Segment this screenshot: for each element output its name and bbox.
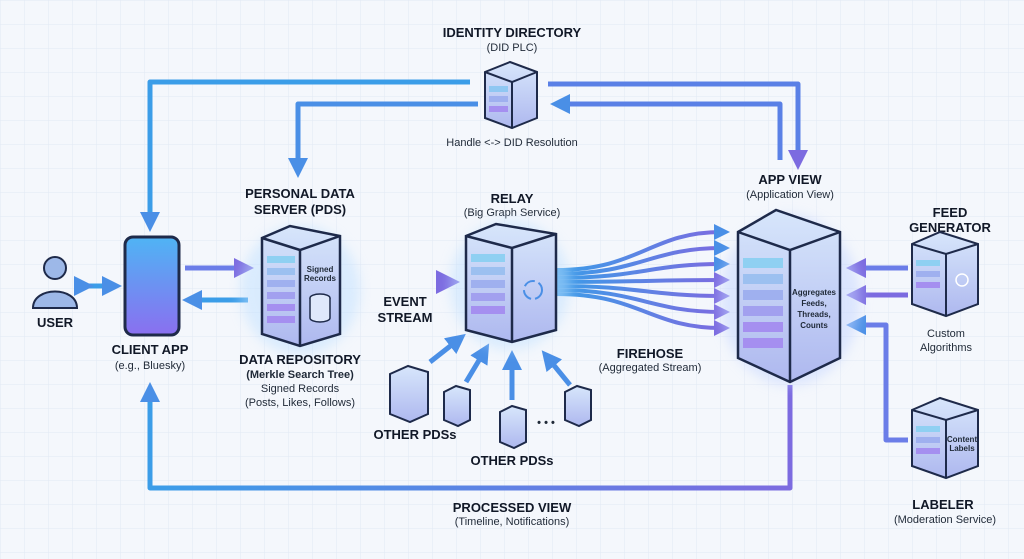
identity-pds-arrow [288, 101, 478, 178]
appview-badge-1: Aggregates [792, 288, 837, 297]
labeler-badge-1: Content [947, 435, 978, 444]
connections [74, 79, 908, 491]
otherpds-relay-arrow-2 [463, 343, 490, 384]
identity-directory: IDENTITY DIRECTORY (DID PLC) Handle <-> … [443, 25, 582, 149]
appview-badge-2: Feeds, [801, 299, 826, 308]
other-pds-group: • • • OTHER PDSs OTHER PDSs [373, 364, 592, 468]
feedgen-title-1: FEED [933, 205, 968, 220]
relay: RELAY (Big Graph Service) [450, 191, 570, 350]
labeler: Content Labels LABELER (Moderation Servi… [894, 396, 996, 526]
appview-server-icon [736, 208, 842, 384]
appview-subtitle: (Application View) [746, 189, 834, 201]
identity-subtitle: (DID PLC) [487, 42, 538, 54]
identity-server-icon [484, 60, 538, 130]
feedgen-title-2: GENERATOR [909, 220, 991, 235]
event-stream-label-2: STREAM [378, 310, 433, 325]
repo-title: DATA REPOSITORY [239, 352, 361, 367]
other-pds-server-icon [499, 404, 527, 450]
relay-subtitle: (Big Graph Service) [464, 207, 561, 219]
algorithm-icon [955, 273, 969, 287]
app-view: APP VIEW (Application View) Aggregates F… [720, 172, 860, 385]
repo-subtitle: (Merkle Search Tree) [246, 369, 354, 381]
pds-title-2: SERVER (PDS) [254, 202, 346, 217]
appview-badge-3: Threads, [797, 310, 830, 319]
firehose-title: FIREHOSE [617, 346, 684, 361]
repo-line-2: (Posts, Likes, Follows) [245, 397, 355, 409]
otherpds-relay-arrow-1 [428, 333, 466, 364]
client-subtitle: (e.g., Bluesky) [115, 360, 185, 372]
pds-title-1: PERSONAL DATA [245, 186, 355, 201]
labeler-badge-2: Labels [949, 444, 975, 453]
pds-badge-1: Signed [307, 265, 334, 274]
appview-badge-4: Counts [800, 321, 828, 330]
client-app: CLIENT APP (e.g., Bluesky) [112, 235, 189, 372]
identity-caption: Handle <-> DID Resolution [446, 137, 577, 149]
relay-server-icon [464, 222, 558, 344]
otherpds-relay-arrow-4 [541, 350, 572, 387]
other-pds-server-icon [564, 384, 592, 428]
other-pds-server-icon [389, 364, 429, 424]
repo-line-1: Signed Records [261, 383, 340, 395]
ellipsis: • • • [537, 417, 555, 429]
relay-title: RELAY [491, 191, 534, 206]
pds-server-icon [260, 224, 342, 348]
labeler-appview-arrow [846, 315, 908, 443]
user-label: USER [37, 315, 74, 330]
client-title: CLIENT APP [112, 342, 189, 357]
appview-identity-arrow [550, 94, 783, 160]
labeler-subtitle: (Moderation Service) [894, 514, 996, 526]
other-pds-server-icon [443, 384, 471, 428]
feedgen-server-icon [911, 230, 979, 318]
labeler-title: LABELER [912, 497, 974, 512]
labeler-server-icon [911, 396, 979, 480]
firehose-streams [555, 224, 730, 336]
feedgen-caption-2: Algorithms [920, 342, 972, 354]
identity-title: IDENTITY DIRECTORY [443, 25, 582, 40]
event-stream-label-1: EVENT [383, 294, 426, 309]
identity-appview-arrow [548, 81, 808, 170]
processed-view-subtitle: (Timeline, Notifications) [455, 516, 570, 528]
feed-generator: FEED GENERATOR Custom Algorithms [909, 205, 991, 354]
client-identity-arrow [140, 79, 470, 232]
other-pds-label-center: OTHER PDSs [470, 453, 553, 468]
processed-view-title: PROCESSED VIEW [453, 500, 572, 515]
pds-badge-2: Records [304, 274, 337, 283]
firehose-subtitle: (Aggregated Stream) [599, 362, 702, 374]
sync-icon [523, 280, 543, 300]
appview-title: APP VIEW [758, 172, 822, 187]
phone-icon [123, 235, 181, 337]
feedgen-caption-1: Custom [927, 328, 965, 340]
processed-view-arrow [140, 382, 793, 491]
other-pds-label-left: OTHER PDSs [373, 427, 456, 442]
pds: PERSONAL DATA SERVER (PDS) Signed Record… [239, 186, 361, 409]
user: USER [31, 256, 79, 330]
user-icon [31, 256, 79, 309]
